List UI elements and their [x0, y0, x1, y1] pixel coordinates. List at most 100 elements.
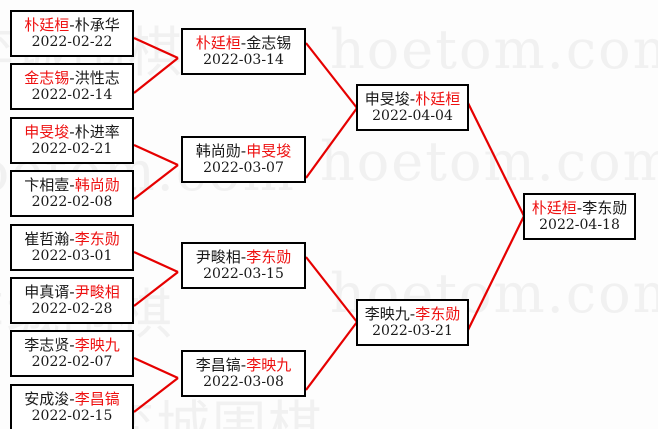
- connector-line: [133, 164, 179, 200]
- match-players: 李映九-李东勋: [364, 304, 461, 323]
- match-players: 朴廷桓-金志锡: [195, 33, 292, 52]
- match-players: 崔哲瀚-李东勋: [24, 229, 120, 248]
- match-date: 2022-02-22: [31, 33, 113, 50]
- player-separator: -: [69, 229, 75, 248]
- player-separator: -: [409, 304, 416, 323]
- match-box-qf-m4[interactable]: 李昌镐-李映九 2022-03-08: [181, 350, 306, 397]
- match-date: 2022-02-21: [31, 140, 113, 157]
- match-players: 申旻埈-朴进率: [24, 122, 120, 141]
- player-separator: -: [69, 389, 75, 408]
- match-date: 2022-03-14: [203, 51, 284, 68]
- match-date: 2022-02-08: [31, 193, 113, 210]
- match-players: 尹畯相-李东勋: [195, 247, 292, 266]
- player-loser: 李映九: [364, 304, 410, 323]
- player-separator: -: [240, 141, 247, 160]
- connector-line: [133, 356, 179, 380]
- match-players: 申旻埈-朴廷桓: [364, 89, 461, 108]
- connector-line: [133, 250, 179, 274]
- connector-line: [305, 107, 358, 179]
- match-date: 2022-02-14: [31, 86, 113, 103]
- connector-line: [133, 143, 179, 167]
- player-separator: -: [69, 68, 75, 87]
- match-players: 李昌镐-李映九: [195, 355, 292, 374]
- match-box-r1-m8[interactable]: 安成浚-李昌镐 2022-02-15: [10, 384, 134, 429]
- player-loser: 金志锡: [246, 33, 292, 52]
- player-winner: 李映九: [246, 355, 292, 374]
- match-box-r1-m7[interactable]: 李志贤-李映九 2022-02-07: [10, 330, 134, 377]
- player-winner: 李东勋: [246, 247, 292, 266]
- watermark-text: hoetom.com: [330, 18, 658, 81]
- match-box-final[interactable]: 朴廷桓-李东勋 2022-04-18: [523, 193, 636, 240]
- player-separator: -: [240, 33, 247, 52]
- match-box-sf-m1[interactable]: 申旻埈-朴廷桓 2022-04-04: [356, 84, 469, 131]
- connector-line: [467, 102, 525, 217]
- player-winner: 李东勋: [74, 229, 120, 248]
- player-winner: 李昌镐: [74, 389, 120, 408]
- match-date: 2022-03-01: [31, 247, 113, 264]
- match-date: 2022-03-21: [372, 322, 453, 339]
- player-winner: 朴廷桓: [415, 89, 461, 108]
- watermark-text: hoetom.com: [320, 130, 658, 193]
- match-players: 朴廷桓-李东勋: [531, 198, 628, 217]
- match-date: 2022-03-07: [203, 159, 284, 176]
- player-separator: -: [69, 282, 75, 301]
- player-winner: 韩尚勋: [74, 175, 120, 194]
- match-box-r1-m5[interactable]: 崔哲瀚-李东勋 2022-03-01: [10, 224, 134, 271]
- player-loser: 洪性志: [74, 68, 120, 87]
- match-date: 2022-03-15: [203, 265, 284, 282]
- match-box-qf-m2[interactable]: 韩尚勋-申旻埈 2022-03-07: [181, 136, 306, 183]
- player-loser: 安成浚: [24, 389, 70, 408]
- player-separator: -: [69, 335, 75, 354]
- player-loser: 崔哲瀚: [24, 229, 70, 248]
- connector-line: [305, 321, 358, 391]
- player-winner: 朴廷桓: [195, 33, 241, 52]
- player-separator: -: [69, 122, 75, 141]
- match-box-r1-m1[interactable]: 朴廷桓-朴承华 2022-02-22: [10, 10, 134, 57]
- match-date: 2022-02-28: [31, 300, 113, 317]
- player-loser: 李东勋: [582, 198, 628, 217]
- player-separator: -: [576, 198, 583, 217]
- match-box-qf-m1[interactable]: 朴廷桓-金志锡 2022-03-14: [181, 28, 306, 75]
- player-loser: 李昌镐: [195, 355, 241, 374]
- player-loser: 朴承华: [74, 15, 120, 34]
- match-date: 2022-03-08: [203, 373, 284, 390]
- connector-line: [133, 36, 179, 60]
- match-date: 2022-02-15: [31, 407, 113, 424]
- match-players: 金志锡-洪性志: [24, 68, 120, 87]
- connector-line: [133, 377, 179, 413]
- player-winner: 朴廷桓: [531, 198, 577, 217]
- match-box-qf-m3[interactable]: 尹畯相-李东勋 2022-03-15: [181, 242, 306, 289]
- player-winner: 申旻埈: [246, 141, 292, 160]
- match-players: 韩尚勋-申旻埈: [195, 141, 292, 160]
- connector-line: [305, 42, 358, 109]
- connector-line: [133, 57, 179, 94]
- match-players: 安成浚-李昌镐: [24, 389, 120, 408]
- player-winner: 李映九: [74, 335, 120, 354]
- match-date: 2022-02-07: [31, 353, 113, 370]
- player-loser: 申真谞: [24, 282, 70, 301]
- connector-line: [467, 215, 525, 331]
- match-players: 申真谞-尹畯相: [24, 282, 119, 301]
- match-players: 李志贤-李映九: [24, 335, 120, 354]
- match-date: 2022-04-04: [372, 107, 453, 124]
- match-box-r1-m2[interactable]: 金志锡-洪性志 2022-02-14: [10, 63, 134, 110]
- player-separator: -: [240, 247, 247, 266]
- player-separator: -: [69, 15, 75, 34]
- player-loser: 申旻埈: [364, 89, 410, 108]
- match-box-sf-m2[interactable]: 李映九-李东勋 2022-03-21: [356, 299, 469, 346]
- player-loser: 卞相壹: [24, 175, 70, 194]
- player-loser: 朴进率: [74, 122, 120, 141]
- player-winner: 李东勋: [415, 304, 461, 323]
- match-box-r1-m6[interactable]: 申真谞-尹畯相 2022-02-28: [10, 277, 134, 324]
- match-players: 朴廷桓-朴承华: [24, 15, 120, 34]
- player-winner: 金志锡: [24, 68, 70, 87]
- match-box-r1-m3[interactable]: 申旻埈-朴进率 2022-02-21: [10, 117, 134, 164]
- player-loser: 韩尚勋: [195, 141, 241, 160]
- player-separator: -: [69, 175, 75, 194]
- connector-line: [305, 256, 358, 323]
- player-separator: -: [409, 89, 416, 108]
- player-loser: 尹畯相: [195, 247, 241, 266]
- match-box-r1-m4[interactable]: 卞相壹-韩尚勋 2022-02-08: [10, 170, 134, 217]
- player-winner: 申旻埈: [24, 122, 70, 141]
